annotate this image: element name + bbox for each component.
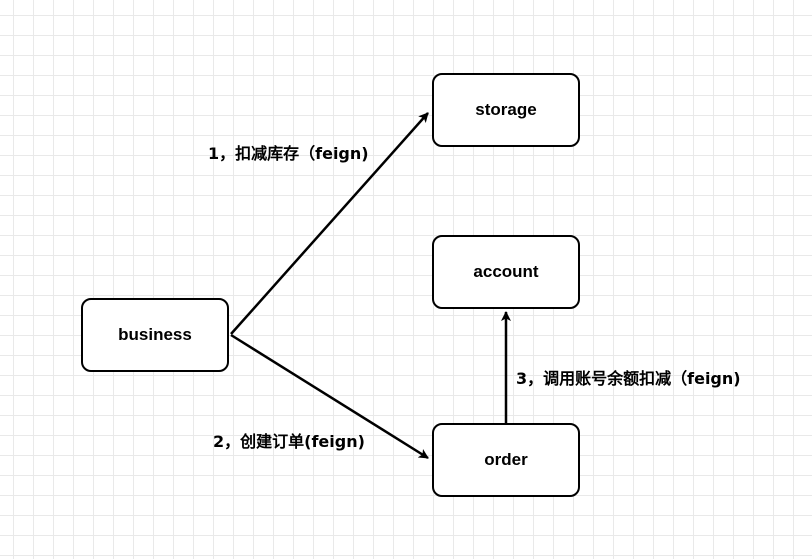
- edge-label-deduct-balance: 3，调用账号余额扣减（feign): [516, 369, 741, 388]
- storage-node-label: storage: [475, 100, 537, 119]
- edge-label-create-order: 2，创建订单(feign): [213, 432, 365, 451]
- storage-node[interactable]: storage: [432, 73, 580, 147]
- edge-business-to-order: [230, 333, 429, 460]
- business-node-label: business: [118, 325, 192, 344]
- account-node[interactable]: account: [432, 235, 580, 309]
- business-node[interactable]: business: [81, 298, 229, 372]
- edge-business-to-storage: [230, 112, 429, 335]
- edge-label-deduct-stock: 1，扣减库存（feign): [208, 144, 369, 163]
- order-node-label: order: [484, 450, 528, 469]
- order-node[interactable]: order: [432, 423, 580, 497]
- account-node-label: account: [473, 262, 539, 281]
